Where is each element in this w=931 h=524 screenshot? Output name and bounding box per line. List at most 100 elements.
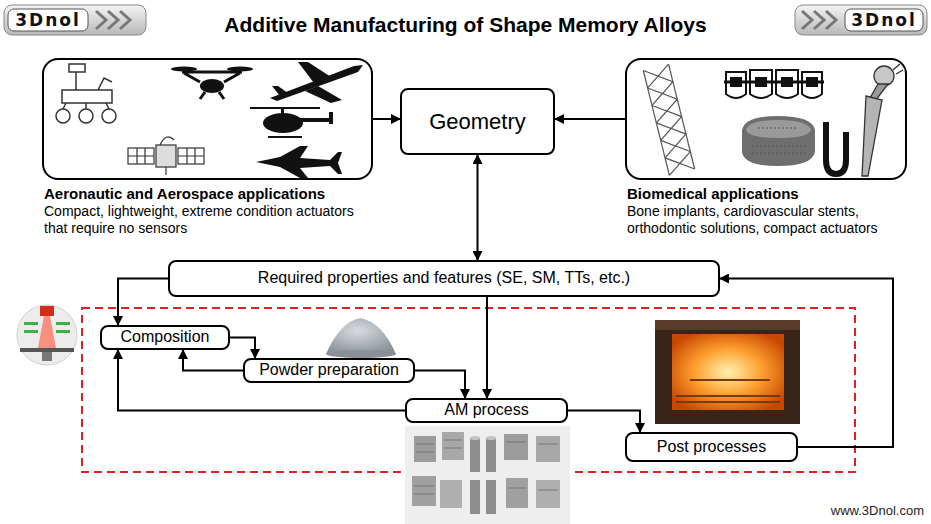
path-shape xyxy=(750,70,772,98)
path-shape xyxy=(326,318,396,354)
rect-shape xyxy=(504,434,528,460)
circle-shape xyxy=(874,66,894,86)
logo-banner xyxy=(795,5,927,35)
flow-arrow xyxy=(183,350,243,371)
rect-shape xyxy=(8,9,88,31)
rect-shape xyxy=(536,436,560,462)
rect-shape xyxy=(672,334,784,410)
rect-shape xyxy=(795,5,927,35)
logo-text: 3Dnol xyxy=(8,9,88,31)
path-shape xyxy=(776,70,798,98)
panel-description: Compact, lightweight, extreme condition … xyxy=(42,203,373,237)
hip-prosthesis-icon xyxy=(862,64,903,176)
rect-shape xyxy=(440,480,462,508)
rect-shape xyxy=(405,426,570,524)
rect-shape xyxy=(470,438,480,472)
path-shape xyxy=(826,122,846,174)
application-panel: Aeronautic and Aerospace applicationsCom… xyxy=(42,58,373,237)
fighter-jet-icon xyxy=(256,146,342,178)
flow-arrow xyxy=(373,118,400,120)
rect-shape xyxy=(56,330,70,333)
path-shape xyxy=(98,78,112,90)
rect-shape xyxy=(156,145,176,167)
rect-shape xyxy=(807,78,817,86)
rect-shape xyxy=(56,322,70,325)
box-label: Required properties and features (SE, SM… xyxy=(258,269,630,287)
rover-icon xyxy=(56,64,116,123)
rect-shape xyxy=(536,480,560,508)
panel-frame xyxy=(625,58,907,180)
diagram-title: Additive Manufacturing of Shape Memory A… xyxy=(0,13,931,37)
flow-arrow xyxy=(230,338,255,359)
rect-shape xyxy=(296,118,332,122)
path-shape xyxy=(128,148,204,164)
path-shape xyxy=(63,103,109,109)
rect-shape xyxy=(281,108,284,115)
ellipse-shape xyxy=(263,113,303,133)
circle-shape xyxy=(17,305,77,365)
path-shape xyxy=(676,380,780,402)
process-box: Powder preparation xyxy=(243,358,415,383)
rect-shape xyxy=(756,78,766,86)
rect-shape xyxy=(40,306,54,316)
implant-icon xyxy=(742,116,815,166)
panel-description: Bone implants, cardiovascular stents, or… xyxy=(625,203,907,237)
rect-shape xyxy=(470,480,480,514)
rect-shape xyxy=(20,348,74,352)
process-box: Composition xyxy=(100,325,230,350)
box-label: Powder preparation xyxy=(259,361,399,379)
flow-arrow xyxy=(477,155,479,260)
flow-arrow xyxy=(486,297,488,398)
drone-icon xyxy=(171,67,253,100)
path-shape xyxy=(182,72,242,99)
ellipse-shape xyxy=(227,67,253,72)
printer-icon xyxy=(17,305,77,365)
logo-banner xyxy=(4,5,146,35)
stent-icon xyxy=(643,64,694,175)
rect-shape xyxy=(268,136,302,138)
ellipse-shape xyxy=(171,67,197,72)
rect-shape xyxy=(62,90,112,103)
rect-shape xyxy=(655,320,800,330)
flow-arrow xyxy=(568,411,640,433)
path-shape xyxy=(256,146,342,178)
path-shape xyxy=(802,11,836,29)
rect-shape xyxy=(42,352,52,361)
path-shape xyxy=(746,120,811,138)
rect-shape xyxy=(69,64,85,72)
circle-shape xyxy=(102,109,116,123)
rect-shape xyxy=(4,5,146,35)
ellipse-shape xyxy=(326,350,396,358)
braces-icon xyxy=(724,70,824,98)
path-shape xyxy=(752,128,808,153)
rect-shape xyxy=(506,478,528,508)
rect-shape xyxy=(486,480,496,514)
box-label: AM process xyxy=(444,401,528,419)
rect-shape xyxy=(24,330,38,333)
flow-arrow xyxy=(555,118,625,120)
box-label: Composition xyxy=(121,328,210,346)
rect-shape xyxy=(486,438,496,472)
logo-text: 3Dnol xyxy=(845,9,923,31)
panel-heading: Biomedical applications xyxy=(625,185,907,203)
path-shape xyxy=(726,72,746,98)
process-box: Post processes xyxy=(625,432,798,462)
path-shape xyxy=(298,62,331,83)
flow-arrow xyxy=(118,279,168,326)
process-box: Geometry xyxy=(400,88,555,155)
flow-arrow xyxy=(720,279,893,448)
clip-icon xyxy=(826,122,846,174)
panel-frame xyxy=(42,58,373,180)
furnace-photo xyxy=(655,320,800,424)
application-panel: Biomedical applicationsBone implants, ca… xyxy=(625,58,907,237)
rect-shape xyxy=(442,432,464,460)
path-shape xyxy=(414,440,558,494)
airliner-icon xyxy=(270,62,363,103)
line-shape xyxy=(75,72,77,90)
rect-shape xyxy=(845,9,923,31)
satellite-icon xyxy=(128,137,204,175)
path-shape xyxy=(893,64,903,74)
path-shape xyxy=(305,86,342,103)
ellipse-shape xyxy=(200,79,224,93)
